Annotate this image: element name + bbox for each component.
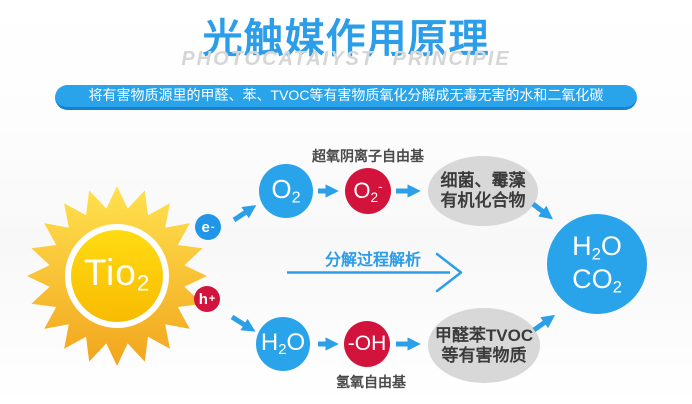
pollutant-target-top-line1: 细菌、霉藻 bbox=[440, 171, 526, 191]
description-banner-text: 将有害物质源里的甲醛、苯、TVOC等有害物质氧化分解成无毒无害的水和二氧化碳 bbox=[88, 87, 604, 103]
electron-sign: - bbox=[210, 220, 215, 233]
tio2-formula-base: Tio bbox=[83, 252, 137, 293]
tio2-formula-sub: 2 bbox=[136, 270, 151, 296]
electron-symbol: e bbox=[201, 218, 210, 236]
pollutant-target-bottom-line1: 甲醛苯TVOC bbox=[434, 325, 534, 345]
result-line2: CO2 bbox=[572, 264, 622, 297]
result-molecule: H2O CO2 bbox=[547, 214, 647, 314]
electron-badge: e- bbox=[195, 214, 221, 240]
hydroxyl-radical-molecule: -OH bbox=[344, 321, 390, 367]
sun-core-ring bbox=[65, 224, 169, 328]
pollutant-target-top-line2: 有机化合物 bbox=[440, 191, 526, 210]
pollutant-target-top: 细菌、霉藻 有机化合物 bbox=[428, 156, 538, 226]
arrow-target-bottom-to-result bbox=[532, 314, 556, 333]
h2o-molecule: H2O bbox=[256, 317, 310, 371]
arrow-target-top-to-result bbox=[531, 202, 553, 220]
pollutant-target-bottom: 甲醛苯TVOC 等有害物质 bbox=[428, 308, 540, 383]
arrow-electron-to-o2 bbox=[232, 205, 257, 223]
h2o-formula: H2O bbox=[260, 329, 306, 359]
superoxide-formula: O2- bbox=[353, 177, 383, 205]
process-arrow-label: 分解过程解析 bbox=[324, 252, 421, 269]
hydroxyl-radical-label: 氢氧自由基 bbox=[336, 374, 406, 390]
tio2-formula: Tio2 bbox=[57, 252, 177, 297]
hole-symbol: h bbox=[198, 290, 208, 308]
result-line1: H2O bbox=[572, 231, 622, 264]
tio2-sun-icon bbox=[27, 186, 207, 366]
superoxide-radical-label: 超氧阴离子自由基 bbox=[312, 148, 424, 164]
hole-badge: h+ bbox=[194, 286, 220, 312]
o2-molecule: O2 bbox=[259, 164, 313, 218]
page-subtitle: PHOTOCATAIYST PRINCIPIE bbox=[181, 48, 511, 70]
superoxide-radical-molecule: O2- bbox=[345, 168, 391, 214]
sun-core-disc bbox=[69, 228, 165, 324]
o2-formula: O2 bbox=[271, 174, 301, 207]
hydroxyl-formula: -OH bbox=[347, 332, 387, 355]
hole-sign: + bbox=[208, 292, 216, 305]
page-title: 光触媒作用原理 bbox=[202, 17, 490, 61]
pollutant-target-bottom-line2: 等有害物质 bbox=[441, 345, 527, 365]
arrow-hole-to-h2o bbox=[230, 314, 256, 332]
description-banner: 将有害物质源里的甲醛、苯、TVOC等有害物质氧化分解成无毒无害的水和二氧化碳 bbox=[55, 85, 637, 110]
